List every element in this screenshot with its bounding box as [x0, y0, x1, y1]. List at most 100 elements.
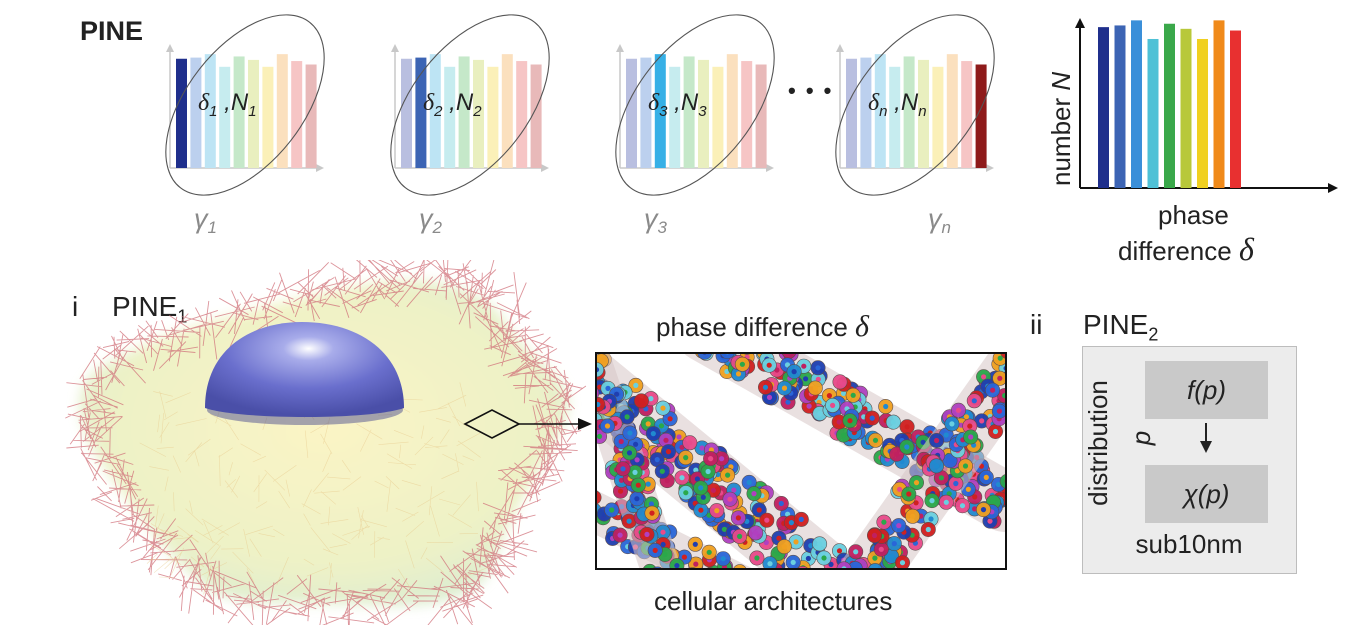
panel-bar [233, 56, 245, 169]
molecule-core [997, 355, 1003, 361]
molecule-core [699, 445, 705, 451]
molecule-core [798, 516, 804, 522]
panel-bar [219, 66, 231, 168]
filament-strokes [65, 260, 587, 625]
molecule-core [725, 472, 731, 478]
pine2-panel: f(p) χ(p) sub10nm [1082, 346, 1297, 574]
molecule-core [687, 440, 693, 446]
molecule-core [658, 423, 665, 429]
gamma-label: γ2 [419, 204, 443, 237]
molecule-core [648, 501, 654, 507]
f-p-box: f(p) [1145, 361, 1268, 419]
molecule-core [904, 424, 910, 430]
molecule-core [683, 455, 689, 461]
molecule-core [992, 428, 999, 435]
molecule-core [719, 456, 725, 462]
molecule-core [604, 423, 611, 429]
panel-bar [669, 66, 681, 168]
molecule-core [967, 423, 973, 429]
panel-bar [444, 66, 456, 168]
molecule-core [805, 555, 811, 562]
inner-filaments [139, 382, 490, 595]
molecule-core [983, 474, 989, 480]
panel-bar [176, 58, 187, 168]
molecule-core [635, 482, 641, 488]
molecule-core [627, 430, 633, 436]
molecule-core [836, 548, 843, 554]
xlabel-symbol: δ [1239, 231, 1255, 267]
molecule-core [694, 476, 700, 482]
down-arrow-icon [1200, 441, 1212, 453]
molecule-core [872, 555, 878, 561]
panel-bar [903, 56, 915, 169]
chart-bar [1180, 28, 1192, 189]
gamma-symbol: γ [644, 204, 659, 234]
panel-bar [946, 54, 958, 168]
molecule-core [883, 403, 889, 410]
ylabel-text: number [1046, 91, 1076, 186]
gamma-sub: 1 [208, 218, 217, 237]
molecule-core [801, 363, 807, 369]
molecule-core [953, 480, 959, 487]
separator: , [218, 89, 231, 116]
panel-bar [401, 58, 412, 168]
molecule-core [963, 414, 969, 420]
molecule-core [746, 479, 752, 485]
molecule-core [764, 517, 770, 523]
selection-ellipse [835, 14, 995, 196]
molecule-core [620, 466, 626, 472]
molecule-core [888, 553, 895, 559]
panel-bar [473, 59, 484, 168]
molecule-core [995, 481, 1002, 488]
molecule-core [598, 358, 604, 364]
molecule-core [836, 419, 842, 425]
molecule-core [638, 398, 644, 404]
molecule-core [654, 457, 660, 463]
molecule-core [913, 480, 920, 486]
ylabel-symbol: N [1046, 72, 1076, 91]
chart-bar [1230, 30, 1241, 188]
panel-bar [874, 54, 886, 168]
nucleus [205, 322, 404, 417]
n-symbol: N [456, 89, 474, 116]
panel-x-arrow-icon [541, 164, 549, 172]
zoom-caption: cellular architectures [654, 586, 893, 616]
molecule-core [624, 414, 630, 420]
molecule-core [754, 555, 760, 561]
molecule-core [980, 507, 987, 513]
molecule-core [896, 523, 902, 529]
molecule-core [899, 560, 906, 566]
gamma-symbol: γ [419, 204, 434, 234]
chart-x-arrow-icon [1328, 183, 1338, 193]
molecule-core [871, 532, 878, 539]
molecule-core [614, 391, 620, 397]
molecule-core [881, 519, 887, 525]
selection-ellipse [615, 14, 775, 196]
delta-sub: n [879, 103, 887, 120]
panel-bar [530, 64, 542, 168]
panel-bar [501, 54, 513, 168]
molecule-core [979, 418, 985, 424]
molecule-core [664, 478, 670, 484]
chart-bar [1147, 38, 1159, 188]
molecule-core [662, 551, 668, 558]
actin-filaments [65, 260, 587, 625]
molecule-core [652, 547, 658, 553]
molecule-core [990, 499, 996, 505]
molecule-core [869, 415, 875, 421]
molecule-core [632, 469, 638, 475]
panel-x-arrow-icon [766, 164, 774, 172]
molecule-core [785, 511, 791, 517]
panel-bar [975, 64, 987, 168]
molecule-core [698, 507, 704, 513]
gamma-label: γn [928, 204, 951, 237]
molecule-core [826, 393, 832, 399]
molecule-core [943, 432, 949, 438]
molecule-core [793, 539, 799, 545]
panel-bar [458, 56, 470, 169]
molecule-core [706, 549, 712, 555]
xlabel-text: difference [1118, 236, 1239, 266]
molecule-core [667, 416, 673, 422]
